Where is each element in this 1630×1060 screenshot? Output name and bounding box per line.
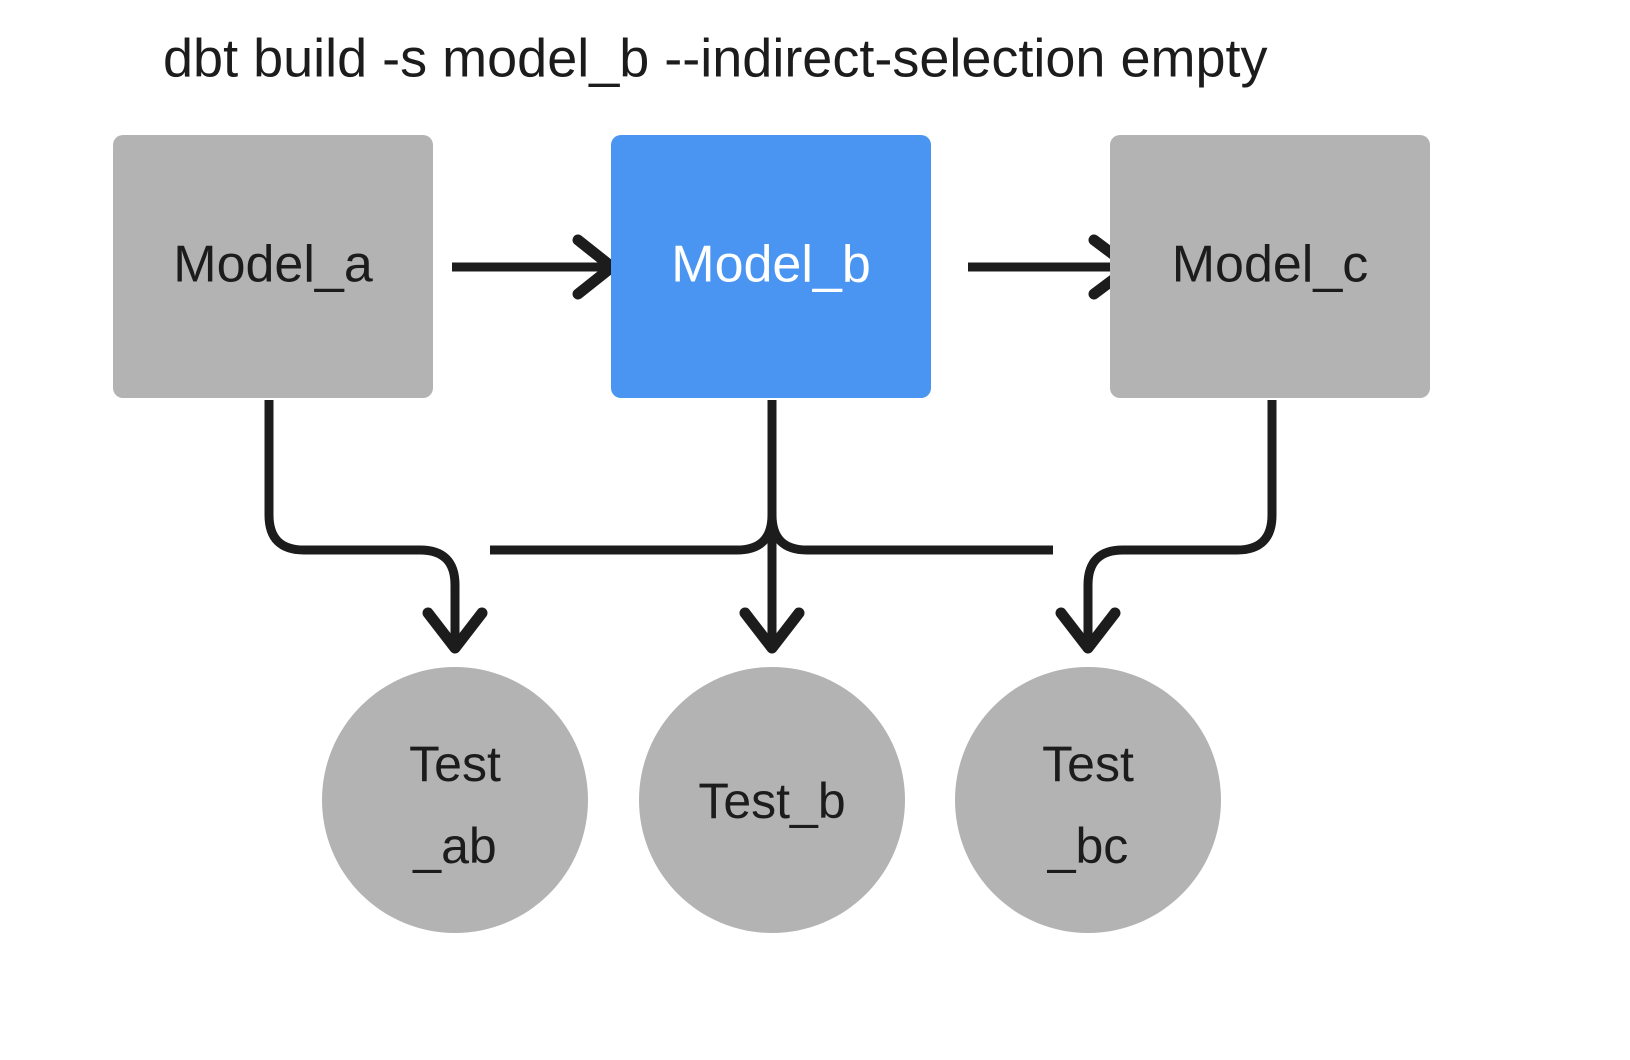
edge-model-b-to-test-ab (490, 514, 777, 555)
model-b-box[interactable] (611, 135, 931, 398)
test-ab-circle[interactable] (322, 667, 588, 933)
edge-model-b-to-model-c (968, 234, 1136, 300)
model-a-box[interactable] (113, 135, 433, 398)
model-node-model-c[interactable]: Model_c (1110, 135, 1430, 398)
model-node-model-a[interactable]: Model_a (113, 135, 433, 398)
test-bc-label-line1: Test (1042, 736, 1134, 792)
page-title: dbt build -s model_b --indirect-selectio… (163, 28, 1268, 88)
model-b-label: Model_b (671, 236, 870, 294)
edge-model-a-to-test-ab (264, 400, 488, 654)
model-c-label: Model_c (1172, 236, 1369, 294)
edge-layer (264, 234, 1277, 654)
test-b-label-line1: Test_b (698, 773, 845, 829)
test-bc-circle[interactable] (955, 667, 1221, 933)
model-nodes-layer: Model_a Model_b Model_c (113, 135, 1430, 398)
test-nodes-layer: Test _ab Test_b Test _bc (322, 667, 1221, 933)
model-c-box[interactable] (1110, 135, 1430, 398)
edge-model-a-to-model-b (452, 234, 618, 300)
edge-model-c-to-test-bc (1055, 400, 1277, 654)
test-node-test-b[interactable]: Test_b (639, 667, 905, 933)
test-ab-label-line1: Test (409, 736, 501, 792)
model-a-label: Model_a (173, 236, 373, 294)
model-node-model-b[interactable]: Model_b (611, 135, 931, 398)
test-bc-label-line2: _bc (1047, 818, 1129, 874)
test-ab-label-line2: _ab (412, 818, 496, 874)
test-node-test-ab[interactable]: Test _ab (322, 667, 588, 933)
test-node-test-bc[interactable]: Test _bc (955, 667, 1221, 933)
edge-model-b-to-test-bc (767, 514, 1053, 555)
test-b-circle[interactable] (639, 667, 905, 933)
